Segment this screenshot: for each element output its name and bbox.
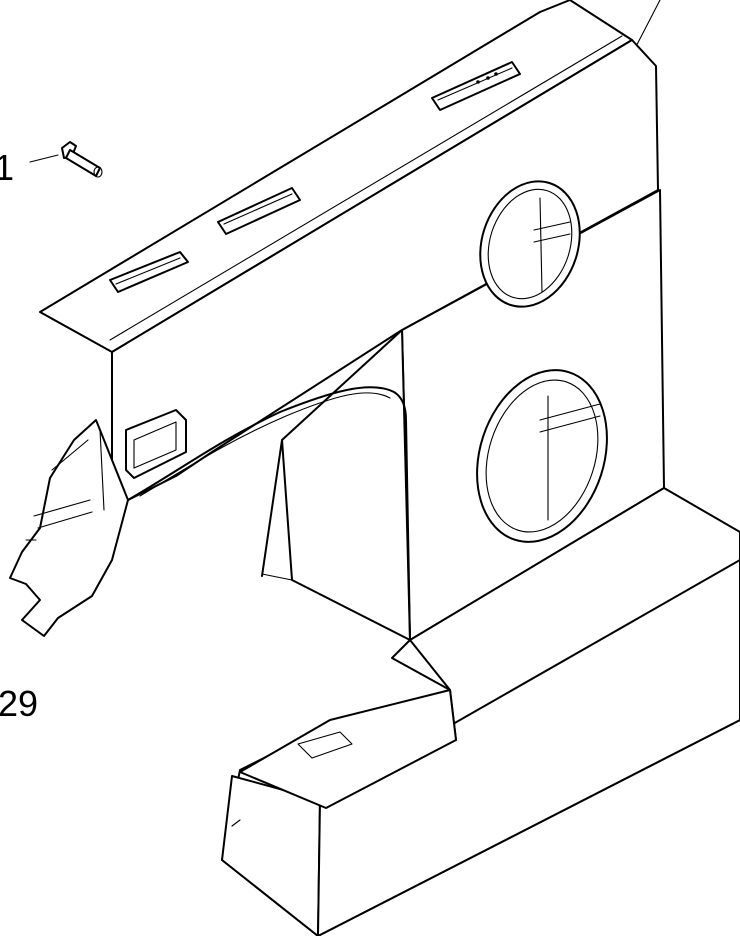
lower-circular-opening: [476, 369, 608, 543]
side-window: [125, 409, 187, 479]
left-bracket: [9, 419, 129, 637]
top-slot-left: [109, 251, 189, 293]
base-tray: [239, 689, 457, 809]
base-box: [221, 487, 740, 936]
arch-cutout: [127, 386, 411, 641]
callout-label-screw: 1: [0, 147, 15, 188]
leader-line-screw: [29, 154, 59, 163]
callout-label-panel: 29: [0, 683, 39, 724]
top-beam: [39, 0, 659, 501]
screw-part: [29, 141, 103, 178]
upper-circular-opening: [479, 180, 581, 308]
